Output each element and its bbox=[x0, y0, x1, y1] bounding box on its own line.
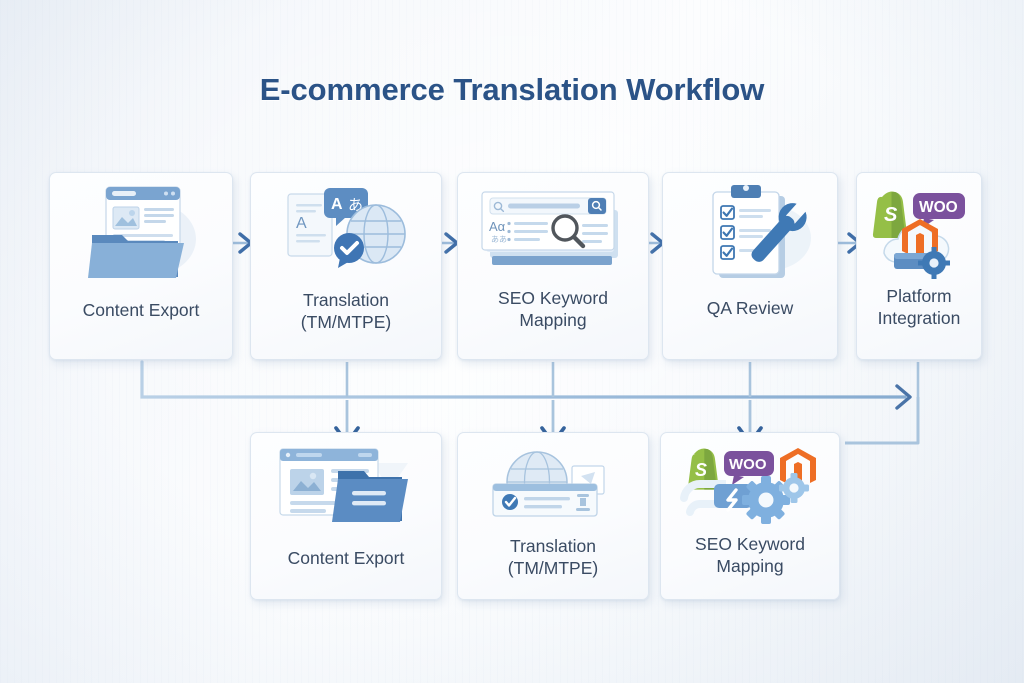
document-in-folder-icon bbox=[50, 173, 232, 285]
svg-text:S: S bbox=[884, 204, 898, 226]
flow-card-label: Platform Integration bbox=[877, 286, 961, 329]
svg-text:S: S bbox=[695, 460, 707, 480]
flow-card-qa-review[interactable]: QA Review bbox=[662, 172, 838, 360]
clipboard-wrench-icon bbox=[663, 173, 837, 285]
flow-card-platform-integration[interactable]: S WOO bbox=[856, 172, 982, 360]
svg-text:A: A bbox=[331, 196, 343, 213]
svg-text:WOO: WOO bbox=[919, 199, 958, 216]
flow-card-label: QA Review bbox=[706, 298, 794, 318]
flow-card-label: Translation (TM/MTPE) bbox=[300, 290, 392, 333]
browser-folder-icon bbox=[251, 433, 441, 529]
flow-card-seo-keyword-mapping-2[interactable]: S WOO bbox=[660, 432, 840, 600]
svg-text:WOO: WOO bbox=[729, 456, 767, 473]
page-title: E-commerce Translation Workflow bbox=[259, 72, 765, 107]
flow-card-label: Translation (TM/MTPE) bbox=[507, 536, 599, 579]
svg-text:Aα: Aα bbox=[489, 219, 506, 234]
flow-card-translation[interactable]: A A あ Translation (TM/MTPE) bbox=[250, 172, 442, 360]
search-keyword-icon: Aα ああ bbox=[458, 173, 648, 281]
globe-document-icon bbox=[458, 433, 648, 525]
flow-card-label: SEO Keyword Mapping bbox=[695, 534, 805, 577]
svg-text:A: A bbox=[296, 215, 307, 232]
platform-gears-icon: S WOO bbox=[661, 433, 839, 525]
svg-text:ああ: ああ bbox=[491, 235, 507, 244]
flow-card-label: Content Export bbox=[82, 300, 200, 320]
platform-cloud-icon: S WOO bbox=[857, 173, 981, 279]
flow-card-seo-keyword-mapping[interactable]: Aα ああ SEO Keyword Mapping bbox=[457, 172, 649, 360]
flow-card-content-export[interactable]: Content Export bbox=[49, 172, 233, 360]
flow-card-label: SEO Keyword Mapping bbox=[498, 288, 608, 331]
flow-card-translation-2[interactable]: Translation (TM/MTPE) bbox=[457, 432, 649, 600]
flow-card-label: Content Export bbox=[287, 548, 405, 568]
language-globe-icon: A A あ bbox=[251, 173, 441, 281]
flow-card-content-export-2[interactable]: Content Export bbox=[250, 432, 442, 600]
